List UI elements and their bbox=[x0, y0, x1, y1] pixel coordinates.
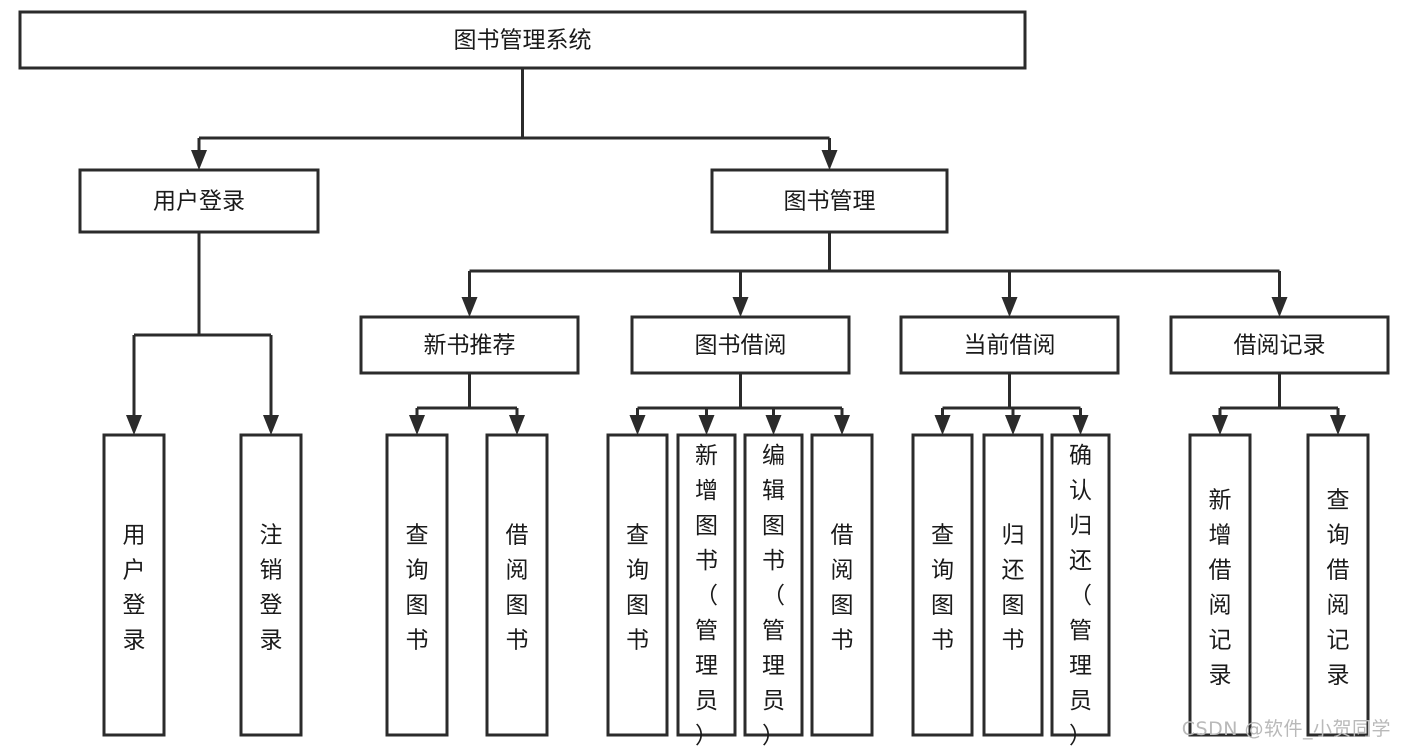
node-current-borrow[interactable]: 当前借阅 bbox=[899, 315, 1120, 375]
node-box-new-book-recommend bbox=[359, 315, 580, 375]
node-leaf-add-record[interactable]: 新增借阅记录 bbox=[1188, 433, 1252, 737]
node-label-leaf-return-book: 归还图书 bbox=[1002, 522, 1025, 653]
node-box-leaf-add-record bbox=[1188, 433, 1252, 737]
node-label-root: 图书管理系统 bbox=[454, 28, 592, 54]
node-root[interactable]: 图书管理系统 bbox=[18, 10, 1027, 70]
node-label-leaf-query-book-3: 查询图书 bbox=[931, 522, 954, 653]
arrow-head-icon bbox=[821, 150, 838, 170]
node-box-user-login bbox=[78, 168, 320, 234]
node-box-leaf-return-book bbox=[982, 433, 1044, 737]
node-leaf-logout[interactable]: 注销登录 bbox=[239, 433, 303, 737]
node-leaf-edit-book[interactable]: 编辑图书（管理员） bbox=[743, 433, 804, 747]
node-leaf-borrow-book-1[interactable]: 借阅图书 bbox=[485, 433, 549, 737]
node-box-leaf-query-record bbox=[1306, 433, 1370, 737]
arrow-head-icon bbox=[191, 150, 207, 170]
node-user-login[interactable]: 用户登录 bbox=[78, 168, 320, 234]
node-label-leaf-query-record: 查询借阅记录 bbox=[1327, 487, 1350, 688]
node-box-leaf-user-login bbox=[102, 433, 166, 737]
node-label-leaf-query-book-2: 查询图书 bbox=[626, 522, 649, 653]
node-leaf-query-book-3[interactable]: 查询图书 bbox=[911, 433, 974, 737]
arrow-head-icon bbox=[1330, 415, 1346, 435]
node-box-borrow-record bbox=[1169, 315, 1390, 375]
arrow-head-icon bbox=[934, 415, 951, 435]
node-label-leaf-borrow-book-1: 借阅图书 bbox=[506, 522, 529, 653]
node-label-leaf-edit-book: 编辑图书（管理员） bbox=[762, 443, 785, 747]
node-label-new-book-recommend: 新书推荐 bbox=[424, 333, 516, 359]
nodes-layer: 图书管理系统用户登录图书管理新书推荐图书借阅当前借阅借阅记录用户登录注销登录查询… bbox=[18, 10, 1390, 747]
node-box-leaf-borrow-book-2 bbox=[810, 433, 874, 737]
node-box-leaf-edit-book bbox=[743, 433, 804, 737]
arrow-head-icon bbox=[1212, 415, 1228, 435]
node-box-leaf-query-book-1 bbox=[385, 433, 449, 737]
arrow-head-icon bbox=[732, 297, 749, 317]
node-label-leaf-logout: 注销登录 bbox=[260, 522, 283, 653]
node-label-current-borrow: 当前借阅 bbox=[964, 333, 1056, 359]
node-leaf-return-book[interactable]: 归还图书 bbox=[982, 433, 1044, 737]
node-borrow-record[interactable]: 借阅记录 bbox=[1169, 315, 1390, 375]
node-box-leaf-add-book bbox=[676, 433, 737, 737]
arrow-head-icon bbox=[1001, 297, 1018, 317]
arrow-head-icon bbox=[698, 415, 715, 435]
node-new-book-recommend[interactable]: 新书推荐 bbox=[359, 315, 580, 375]
connectors-layer bbox=[126, 68, 1346, 435]
node-book-management[interactable]: 图书管理 bbox=[710, 168, 949, 234]
node-box-leaf-query-book-2 bbox=[606, 433, 669, 737]
node-box-book-borrow bbox=[630, 315, 851, 375]
node-label-user-login: 用户登录 bbox=[153, 189, 245, 215]
arrow-head-icon bbox=[1005, 415, 1021, 435]
node-leaf-query-record[interactable]: 查询借阅记录 bbox=[1306, 433, 1370, 737]
node-label-borrow-record: 借阅记录 bbox=[1234, 333, 1326, 359]
node-leaf-query-book-2[interactable]: 查询图书 bbox=[606, 433, 669, 737]
arrow-head-icon bbox=[1072, 415, 1089, 435]
arrow-head-icon bbox=[461, 297, 478, 317]
arrow-head-icon bbox=[834, 415, 850, 435]
node-leaf-confirm-return[interactable]: 确认归还（管理员） bbox=[1050, 433, 1111, 747]
arrow-head-icon bbox=[765, 415, 782, 435]
arrow-head-icon bbox=[263, 415, 279, 435]
arrow-head-icon bbox=[629, 415, 646, 435]
node-box-leaf-logout bbox=[239, 433, 303, 737]
node-box-current-borrow bbox=[899, 315, 1120, 375]
node-box-leaf-borrow-book-1 bbox=[485, 433, 549, 737]
node-leaf-user-login[interactable]: 用户登录 bbox=[102, 433, 166, 737]
node-label-leaf-add-record: 新增借阅记录 bbox=[1209, 487, 1232, 688]
arrow-head-icon bbox=[126, 415, 142, 435]
node-label-leaf-confirm-return: 确认归还（管理员） bbox=[1069, 443, 1092, 747]
node-label-leaf-user-login: 用户登录 bbox=[123, 522, 146, 653]
node-label-book-borrow: 图书借阅 bbox=[695, 333, 787, 359]
node-book-borrow[interactable]: 图书借阅 bbox=[630, 315, 851, 375]
node-leaf-query-book-1[interactable]: 查询图书 bbox=[385, 433, 449, 737]
node-box-leaf-query-book-3 bbox=[911, 433, 974, 737]
node-box-leaf-confirm-return bbox=[1050, 433, 1111, 737]
arrow-head-icon bbox=[509, 415, 525, 435]
node-label-leaf-query-book-1: 查询图书 bbox=[406, 522, 429, 653]
node-box-book-management bbox=[710, 168, 949, 234]
node-label-leaf-borrow-book-2: 借阅图书 bbox=[831, 522, 854, 653]
node-leaf-borrow-book-2[interactable]: 借阅图书 bbox=[810, 433, 874, 737]
node-leaf-add-book[interactable]: 新增图书（管理员） bbox=[676, 433, 737, 747]
node-box-root bbox=[18, 10, 1027, 70]
arrow-head-icon bbox=[409, 415, 425, 435]
node-label-book-management: 图书管理 bbox=[784, 189, 876, 215]
node-label-leaf-add-book: 新增图书（管理员） bbox=[695, 443, 718, 747]
arrow-head-icon bbox=[1271, 297, 1288, 317]
